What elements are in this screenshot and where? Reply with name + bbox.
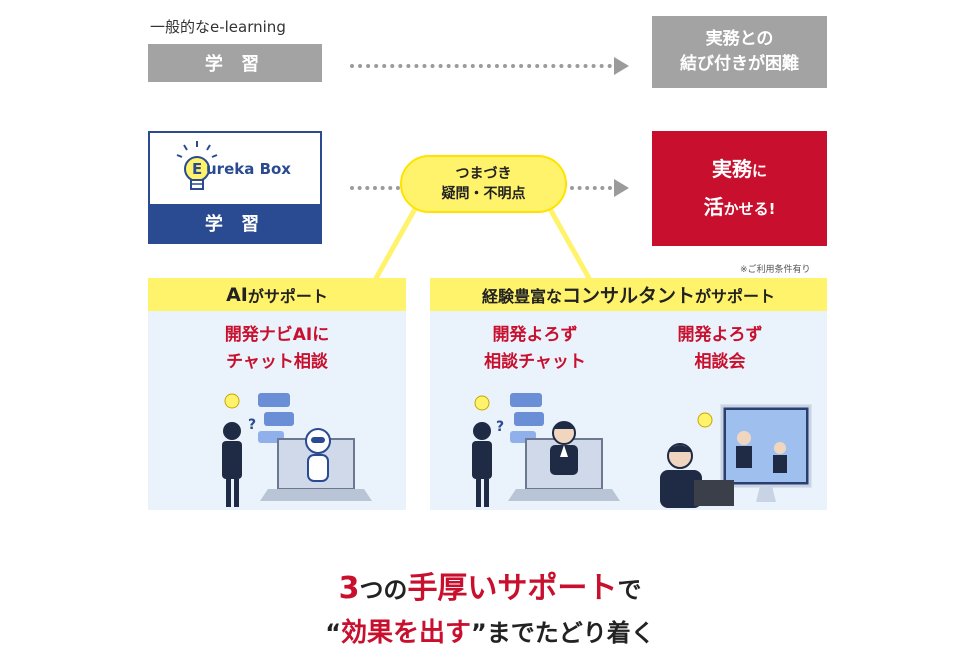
chat-line2: 相談チャット (484, 352, 586, 372)
chat-line1: 開発よろず (492, 325, 578, 345)
result-part2: に (751, 161, 767, 180)
connector-lines (372, 200, 593, 282)
ai-service-line2: チャット相談 (226, 352, 328, 372)
logo-letter: E (192, 160, 203, 178)
headline-number: 3 (338, 571, 360, 606)
bubble-line2: 疑問・不明点 (441, 186, 526, 202)
svg-text:?: ? (248, 417, 256, 433)
headline-p2: 手厚いサポート (407, 571, 618, 606)
svg-text:?: ? (496, 419, 504, 435)
terms-note: ※ご利用条件有り (740, 265, 811, 275)
meeting-line2: 相談会 (694, 352, 746, 372)
lightbulb-icon (176, 141, 218, 190)
arrow-dots-left (350, 186, 400, 190)
ai-service-line1: 開発ナビAIに (224, 325, 330, 345)
generic-elearning-caption: 一般的なe-learning (150, 18, 286, 36)
headline-p3: で (617, 576, 642, 604)
generic-learning-box: 学 習 (148, 44, 322, 82)
consultant-head-part1: 経験豊富な (481, 286, 562, 306)
result-part1: 実務 (711, 156, 752, 181)
arrow-dots-right (570, 186, 612, 190)
consultant-chat-illustration: ? (472, 393, 620, 507)
ai-head-big: AI (226, 283, 248, 306)
headline-quote-close: ” (471, 619, 487, 647)
eureka-logo: E ureka Box (150, 133, 320, 207)
eureka-box-learning: E ureka Box 学 習 (148, 131, 322, 244)
arrowhead-mid-icon (614, 179, 629, 197)
headline-line2: “効果を出す”までたどり着く (0, 612, 980, 649)
apply-to-work-box: 実務に 活かせる! (652, 131, 827, 246)
arrow-dots-top (350, 64, 612, 68)
consultation-meeting-service: 開発よろず 相談会 (640, 322, 800, 376)
logo-text: ureka Box (206, 160, 291, 178)
headline-p5: までたどり着く (486, 619, 655, 647)
difficult-connection-box: 実務との 結び付きが困難 (652, 16, 827, 88)
ai-chat-service: 開発ナビAIに チャット相談 (148, 322, 406, 376)
consultant-meeting-illustration (660, 404, 812, 508)
eureka-learning-label: 学 習 (150, 204, 320, 242)
result-part3: 活 (703, 194, 724, 219)
headline-p1: つの (359, 576, 408, 604)
difficult-line2: 結び付きが困難 (680, 54, 799, 74)
result-part4: かせる! (723, 199, 776, 218)
ai-chat-illustration: ? (222, 393, 372, 507)
headline-line1: 3つの手厚いサポートで (0, 563, 980, 607)
headline-quote-open: “ (325, 619, 341, 647)
consultation-chat-service: 開発よろず 相談チャット (455, 322, 615, 376)
consultant-support-header: 経験豊富なコンサルタントがサポート (430, 278, 827, 311)
consultant-head-big: コンサルタント (561, 285, 695, 307)
bubble-line1: つまづき (455, 166, 512, 182)
stuck-questions-bubble: つまづき 疑問・不明点 (400, 155, 567, 213)
meeting-line1: 開発よろず (677, 325, 763, 345)
arrowhead-top-icon (614, 57, 629, 75)
consultant-head-part2: がサポート (695, 286, 776, 306)
ai-head-small: がサポート (247, 286, 328, 306)
headline-p4: 効果を出す (340, 618, 471, 648)
difficult-line1: 実務との (705, 29, 774, 49)
